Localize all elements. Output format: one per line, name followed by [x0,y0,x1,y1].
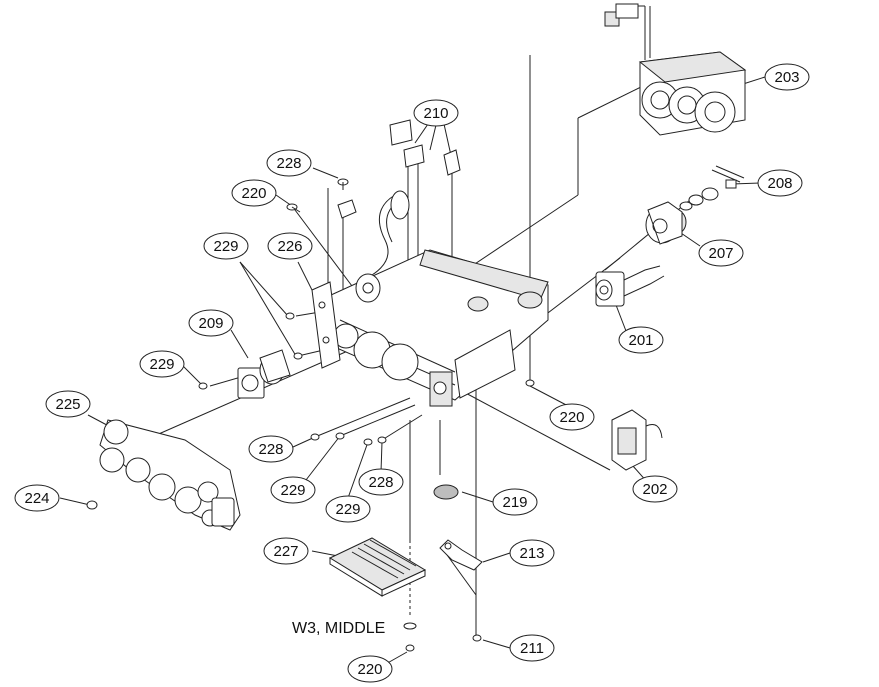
callout-210: 210 [413,99,459,127]
callout-number: 229 [335,501,360,518]
callout-209: 209 [188,309,234,337]
part-219-foot [433,484,459,500]
callout-bubble [248,435,294,463]
w3-middle-note: W3, MIDDLE [292,620,385,637]
part-211-screw [472,634,482,642]
callout-bubble [509,539,555,567]
callout-bubble [325,495,371,523]
callout-bubble [188,309,234,337]
leader-lines [59,76,766,666]
callout-bubble [698,239,744,267]
callout-220: 220 [231,179,277,207]
callout-number: 228 [258,441,283,458]
callout-number: 202 [642,481,667,498]
callout-number: 203 [774,69,799,86]
callout-229: 229 [270,476,316,504]
callout-229: 229 [139,350,185,378]
callout-201: 201 [618,326,664,354]
callout-bubble [203,232,249,260]
callout-208: 208 [757,169,803,197]
callout-224: 224 [14,484,60,512]
callout-bubble [492,488,538,516]
part-washer-and-screw [403,622,417,652]
part-226-bracket [311,281,341,369]
callout-number: 219 [502,494,527,511]
callout-number: 224 [24,490,49,507]
callout-226: 226 [267,232,313,260]
callout-229: 229 [203,232,249,260]
callout-number: 220 [559,409,584,426]
callout-bubble [270,476,316,504]
part-208-pin [679,165,745,211]
callout-228: 228 [248,435,294,463]
callout-bubble [509,634,555,662]
callout-219: 219 [492,488,538,516]
callout-228: 228 [266,149,312,177]
part-224-screw [86,500,98,510]
callout-number: 220 [241,185,266,202]
callout-228: 228 [358,468,404,496]
part-203-xlr-connector-block [604,3,747,136]
part-225-front-gasket [99,419,241,531]
part-220-screw-upper [286,203,301,213]
callout-number: 211 [520,640,544,657]
callout-bubble [45,390,91,418]
callout-bubble [347,655,393,683]
callout-213: 213 [509,539,555,567]
part-210-labels [389,119,461,176]
callout-bubble [263,537,309,565]
callout-number: 201 [628,332,653,349]
part-213-bracket [439,539,483,571]
cable-connector [355,190,410,303]
part-209-xlr-connector [237,349,291,399]
part-227-cover [328,537,427,597]
callout-bubble [266,149,312,177]
callout-bubble [632,475,678,503]
callout-number: 220 [357,661,382,678]
chassis-tray [319,249,549,407]
callout-bubble [413,99,459,127]
callout-number: 213 [519,545,544,562]
callout-bubble [267,232,313,260]
callout-number: 210 [423,105,448,122]
callout-bubble [549,403,595,431]
callout-number: 229 [280,482,305,499]
part-228-screw [337,178,357,219]
callout-bubble [618,326,664,354]
callout-number: 229 [213,238,238,255]
callout-number: 209 [198,315,223,332]
part-207-round-connector [645,201,687,245]
callout-number: 208 [767,175,792,192]
callout-203: 203 [764,63,810,91]
callout-229: 229 [325,495,371,523]
callout-number: 228 [276,155,301,172]
callout-211: 211 [509,634,555,662]
callout-number: 227 [273,543,298,560]
callout-227: 227 [263,537,309,565]
part-229-screws [198,312,303,390]
callout-number: 225 [55,396,80,413]
part-220-screw-right [525,379,535,387]
callout-number: 229 [149,356,174,373]
callout-bubble [231,179,277,207]
part-lower-screws [310,432,387,446]
callout-number: 207 [708,245,733,262]
callout-bubble [14,484,60,512]
callout-225: 225 [45,390,91,418]
callout-bubble [764,63,810,91]
callout-number: 226 [277,238,302,255]
callout-labels: 203 208 210 228 220 226 229 207 209 201 229 225 220 2… [14,63,810,683]
callout-207: 207 [698,239,744,267]
callout-202: 202 [632,475,678,503]
callout-bubble [139,350,185,378]
callout-220: 220 [549,403,595,431]
part-202-side-connector [611,409,663,471]
callout-220: 220 [347,655,393,683]
callout-bubble [358,468,404,496]
callout-bubble [757,169,803,197]
part-201-connector [595,265,665,307]
callout-number: 228 [368,474,393,491]
